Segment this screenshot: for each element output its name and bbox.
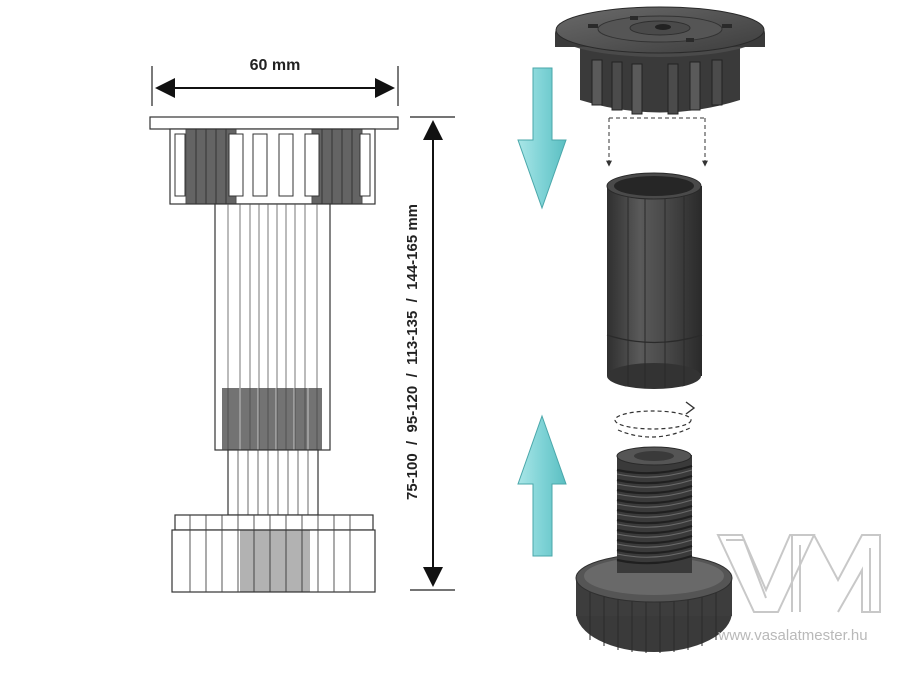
- watermark-logo: [716, 534, 881, 613]
- wire-base-shade: [240, 530, 310, 592]
- width-label: 60 mm: [250, 57, 301, 74]
- extension-tube: [606, 172, 703, 389]
- wire-clip-details: [174, 128, 371, 205]
- rotation-arrow-icon: [614, 401, 696, 438]
- wire-top-plate: [149, 116, 399, 130]
- exploded-view: [517, 6, 765, 653]
- wire-base-upper: [174, 514, 374, 531]
- wire-thread: [227, 449, 319, 516]
- arrow-up-icon: [517, 414, 567, 557]
- arrow-down-icon: [517, 67, 567, 210]
- watermark-url: www.vasalatmester.hu: [717, 627, 867, 644]
- top-mounting-cap: [555, 6, 765, 115]
- wire-tube-shade: [222, 388, 322, 450]
- wire-thread-lines: [237, 450, 309, 515]
- threaded-foot: [575, 446, 733, 653]
- wire-tube-shade-lines: [239, 388, 309, 450]
- height-label: 75-100 / 95-120 / 113-135 / 144-165 mm: [404, 204, 421, 500]
- wire-base-lines: [189, 515, 351, 592]
- wireframe-drawing: 60 mm: [149, 57, 455, 593]
